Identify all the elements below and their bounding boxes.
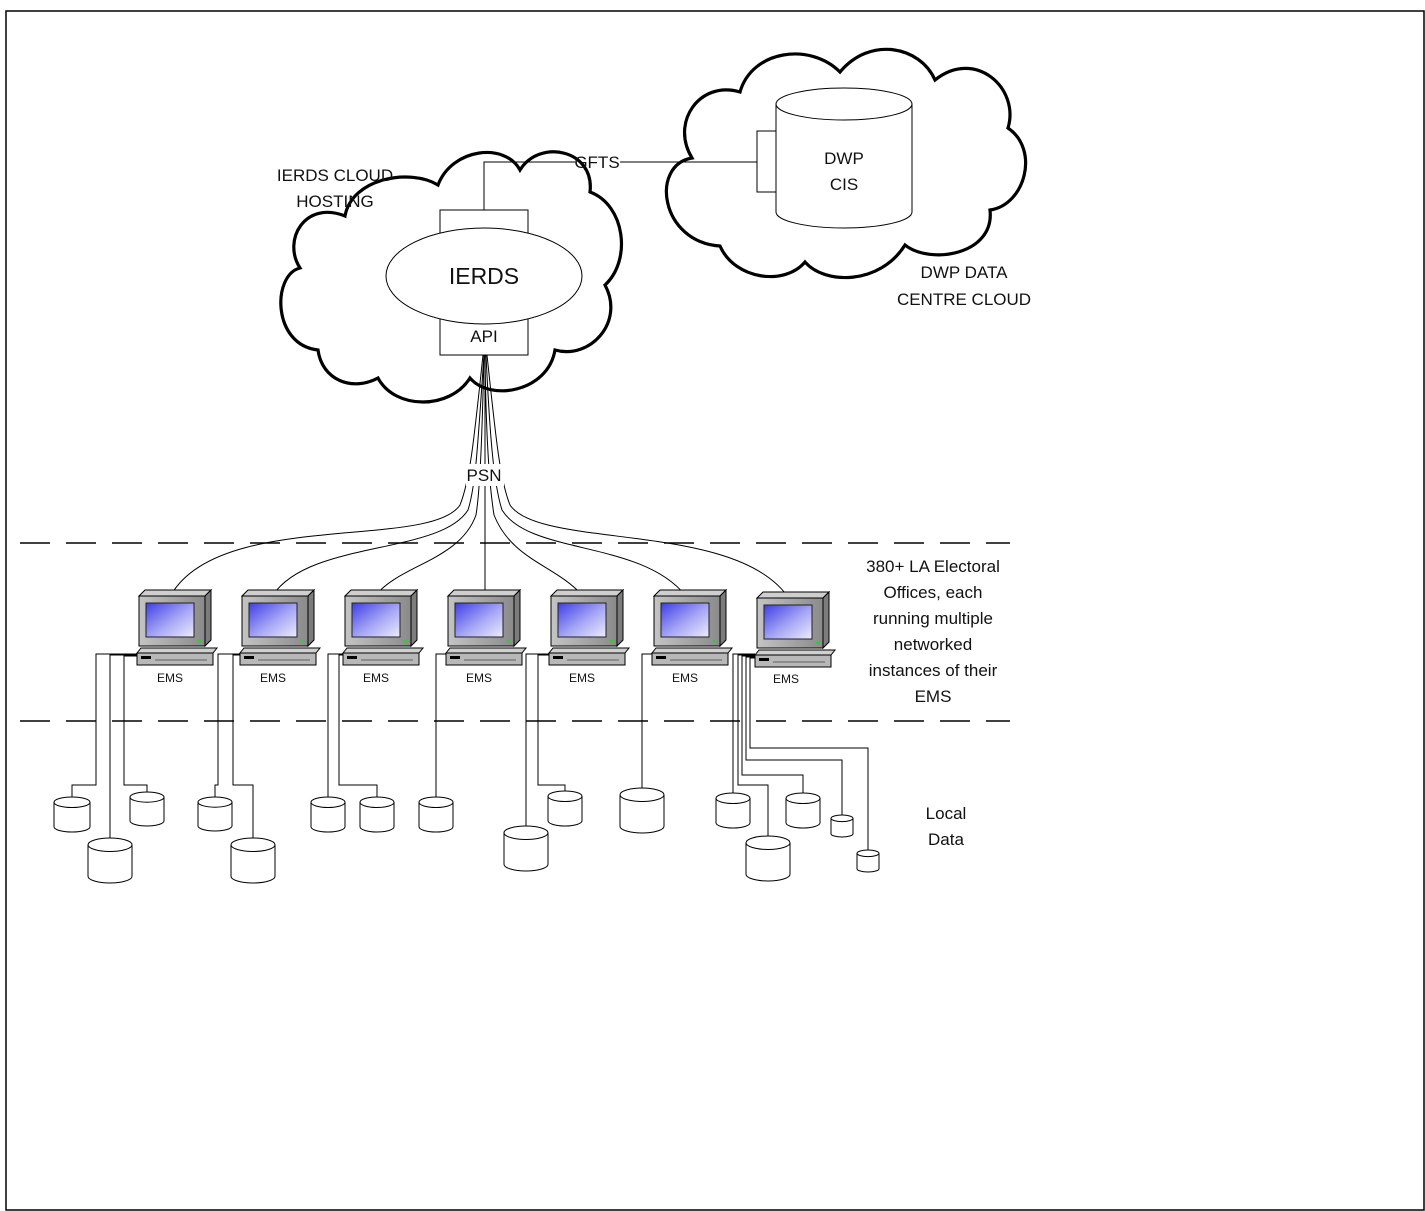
ems-computer-icon <box>548 589 630 666</box>
local-database-icon <box>857 850 879 872</box>
gfts-label: GFTS <box>574 153 619 172</box>
local-database-icon <box>746 836 790 881</box>
ems-computer-icon <box>136 589 218 666</box>
offices-description: instances of their <box>869 661 998 680</box>
dwp-cis-label: DWP <box>824 149 864 168</box>
dwp-cis-label: CIS <box>830 175 858 194</box>
ems-computer-icon <box>754 591 836 668</box>
ems-label: EMS <box>157 671 183 685</box>
local-database-icon <box>504 826 548 871</box>
ems-label: EMS <box>569 671 595 685</box>
ems-computer-icon <box>239 589 321 666</box>
ems-label: EMS <box>672 671 698 685</box>
local-database-icon <box>311 797 345 832</box>
ierds-cloud-label: HOSTING <box>296 192 373 211</box>
ems-label: EMS <box>466 671 492 685</box>
local-data-label: Data <box>928 830 964 849</box>
offices-description: Offices, each <box>884 583 983 602</box>
local-data-links <box>71 653 869 852</box>
gfts-link <box>483 161 575 210</box>
offices-description: EMS <box>915 687 952 706</box>
dwp-cis-database-icon <box>756 87 913 229</box>
local-database-icon <box>716 793 750 828</box>
psn-label: PSN <box>467 466 502 485</box>
offices-description: running multiple <box>873 609 993 628</box>
offices-description: networked <box>894 635 972 654</box>
local-database-icon <box>130 792 164 826</box>
api-label: API <box>470 327 497 346</box>
ems-computer-icon <box>445 589 527 666</box>
page-frame <box>5 10 1425 1211</box>
local-database-icon <box>54 797 90 832</box>
local-data-label: Local <box>926 804 967 823</box>
offices-description: 380+ LA Electoral <box>866 557 1000 576</box>
ems-label: EMS <box>363 671 389 685</box>
local-database-icon <box>786 793 820 828</box>
local-database-icon <box>360 797 394 832</box>
local-database-icon <box>198 797 232 831</box>
ierds-cloud-label: IERDS CLOUD <box>277 166 393 185</box>
local-database-icon <box>88 838 132 883</box>
dwp-cloud-label: CENTRE CLOUD <box>897 290 1031 309</box>
ems-label: EMS <box>773 672 799 686</box>
ierds-node <box>385 227 583 325</box>
local-database-icon <box>231 838 275 883</box>
ems-computer-icon <box>342 589 424 666</box>
ems-computer-icon <box>651 589 733 666</box>
local-database-icon <box>548 791 582 826</box>
local-database-icon <box>831 815 853 837</box>
local-database-icon <box>419 797 453 832</box>
dwp-cloud-label: DWP DATA <box>921 263 1009 282</box>
ems-label: EMS <box>260 671 286 685</box>
ierds-label: IERDS <box>449 263 519 289</box>
local-database-icon <box>620 788 664 833</box>
